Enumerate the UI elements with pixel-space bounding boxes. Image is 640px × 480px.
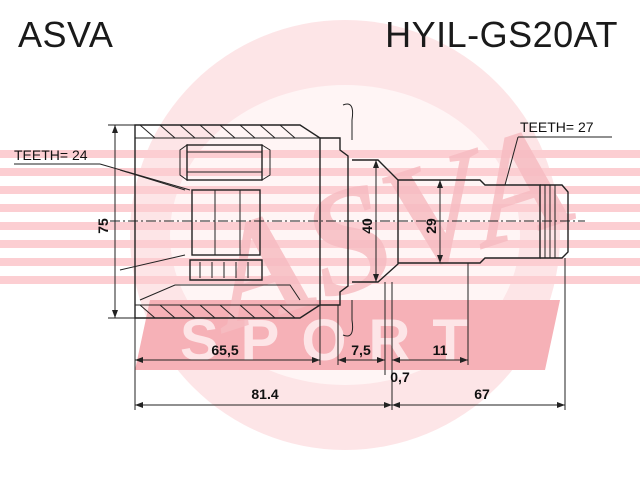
flange	[320, 103, 399, 337]
svg-text:11: 11	[433, 342, 448, 358]
dim-shaft-length: 11	[392, 342, 468, 361]
part-number: HYIL-GS20AT	[385, 14, 618, 55]
svg-text:7,5: 7,5	[351, 342, 371, 358]
teeth-right-leader	[504, 136, 519, 186]
svg-text:0,7: 0,7	[390, 369, 410, 385]
svg-text:65,5: 65,5	[211, 342, 238, 358]
tripod-bearing	[179, 144, 271, 281]
dim-total-left: 81.4	[135, 386, 392, 406]
svg-text:40: 40	[359, 218, 375, 234]
dim-shaft-diameter: 29	[423, 180, 441, 263]
dim-flange-diameter: 40	[359, 160, 377, 282]
svg-text:81.4: 81.4	[251, 386, 278, 402]
dim-housing-length: 65,5	[135, 342, 320, 361]
brand-name: ASVA	[18, 14, 114, 55]
dim-step-length: 7,5	[338, 342, 385, 361]
teeth-left-label: TEETH= 24	[14, 147, 88, 163]
dim-housing-diameter: 75	[95, 124, 135, 319]
extension-lines	[134, 258, 566, 410]
arrowheads	[112, 125, 565, 408]
dim-total-right: 67	[392, 386, 565, 406]
dim-gap: 0,7	[390, 369, 410, 385]
svg-text:29: 29	[423, 218, 439, 234]
watermark-subword: SPORT	[180, 308, 490, 373]
teeth-left-leader	[99, 163, 191, 191]
teeth-right-label: TEETH= 27	[520, 119, 594, 135]
svg-text:67: 67	[474, 386, 490, 402]
svg-text:75: 75	[95, 218, 111, 234]
